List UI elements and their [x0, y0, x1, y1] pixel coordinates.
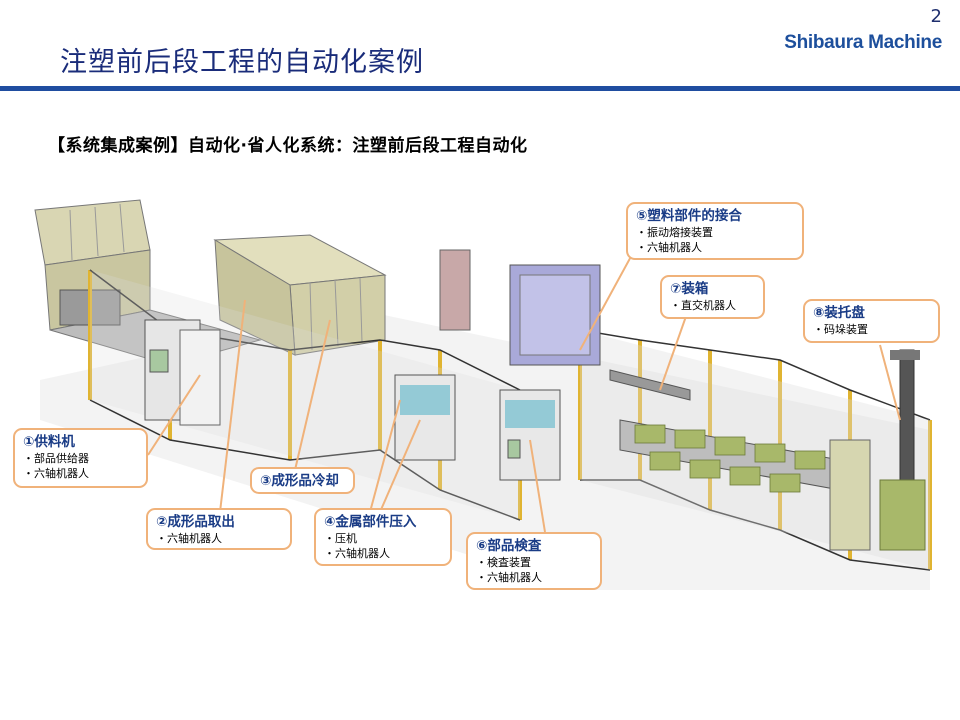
title-rule: [0, 86, 960, 91]
callout-title: ⑧装托盘: [813, 305, 865, 321]
slide-title: 注塑前后段工程的自动化案例: [60, 47, 424, 78]
slide-subtitle: 【系统集成案例】自动化·省人化系统：注塑前后段工程自动化: [48, 136, 528, 156]
callout-item: 六轴机器人: [23, 466, 138, 481]
inspection-cell: [499, 389, 561, 481]
callout-item: 六轴机器人: [636, 240, 794, 255]
callout-item: 振动熔接装置: [636, 225, 794, 240]
callout-title: ⑤塑料部件的接合: [636, 208, 742, 224]
callout-boxing: ⑦装箱 直交机器人: [660, 275, 765, 319]
callout-inspection: ⑥部品検査 検査装置 六轴机器人: [466, 532, 602, 590]
callout-part-removal: ②成形品取出 六轴机器人: [146, 508, 292, 550]
brand-logo: Shibaura Machine: [784, 32, 942, 53]
callout-item: 直交机器人: [670, 298, 755, 313]
callout-palletizing: ⑧装托盘 码垛装置: [803, 299, 940, 343]
callout-item: 压机: [324, 531, 442, 546]
callout-feeder: ①供料机 部品供给器 六轴机器人: [13, 428, 148, 488]
callout-press-fit: ④金属部件压入 压机 六轴机器人: [314, 508, 452, 566]
callout-item: 検査装置: [476, 555, 592, 570]
callout-title: ⑥部品検査: [476, 538, 542, 554]
callout-item: 六轴机器人: [156, 531, 282, 546]
page-number: 2: [930, 6, 942, 27]
callout-title: ④金属部件压入: [324, 514, 417, 530]
callout-title: ②成形品取出: [156, 514, 235, 530]
callout-welding: ⑤塑料部件的接合 振动熔接装置 六轴机器人: [626, 202, 804, 260]
callout-title: ⑦装箱: [670, 281, 709, 297]
callout-item: 码垛装置: [813, 322, 930, 337]
callout-cooling: ③成形品冷却: [250, 467, 355, 494]
callout-title: ③成形品冷却: [260, 473, 339, 489]
callout-title: ①供料机: [23, 434, 75, 450]
callout-item: 六轴机器人: [324, 546, 442, 561]
feeder-cell: [144, 319, 221, 426]
welding-cell: [509, 264, 601, 366]
callout-item: 六轴机器人: [476, 570, 592, 585]
palletizer: [829, 349, 926, 551]
callout-item: 部品供给器: [23, 451, 138, 466]
